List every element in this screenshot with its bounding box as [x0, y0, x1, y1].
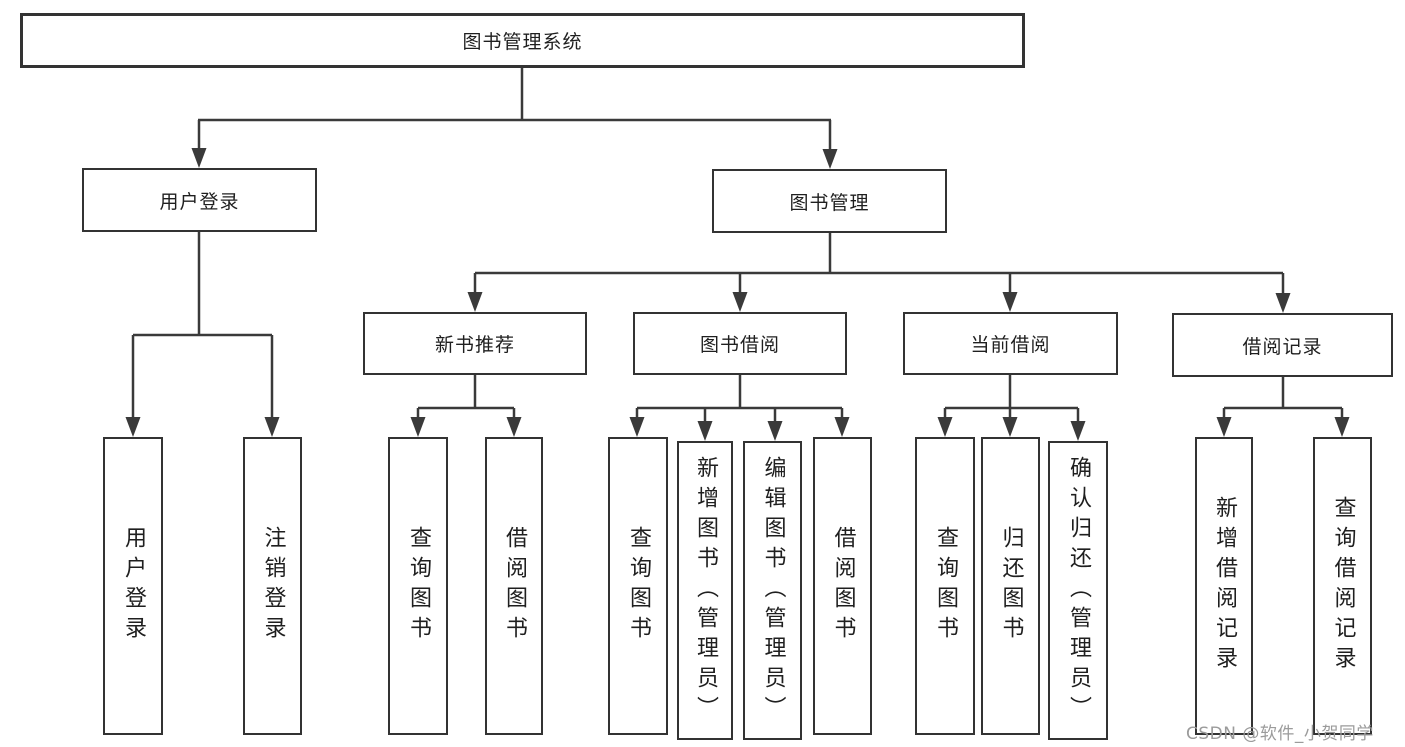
- leaf-query-books-current: 查询图书: [915, 437, 975, 735]
- leaf-label: 归还图书: [998, 526, 1024, 646]
- node-new-book-recommend: 新书推荐: [363, 312, 587, 375]
- leaf-label: 编辑图书（管理员）: [760, 455, 786, 726]
- node-label: 图书借阅: [699, 334, 780, 356]
- arrowhead: [125, 417, 141, 437]
- arrowhead: [629, 417, 645, 437]
- node-label: 新书推荐: [434, 334, 515, 356]
- node-label: 用户登录: [159, 190, 240, 213]
- arrowhead: [822, 149, 838, 169]
- arrowhead: [1275, 293, 1291, 313]
- leaf-query-books-recommend: 查询图书: [388, 437, 448, 735]
- leaf-user-login: 用户登录: [103, 437, 163, 735]
- arrowhead: [697, 421, 713, 441]
- leaf-confirm-return-admin: 确认归还（管理员）: [1048, 441, 1108, 740]
- arrowhead: [834, 417, 850, 437]
- node-book-management: 图书管理: [712, 169, 947, 233]
- leaf-label: 用户登录: [121, 526, 146, 646]
- leaf-label: 查询图书: [626, 526, 651, 646]
- connector-path: [131, 68, 1344, 428]
- leaf-label: 新增图书（管理员）: [693, 455, 718, 726]
- leaf-label: 查询借阅记录: [1330, 496, 1356, 676]
- arrowhead: [1216, 417, 1232, 437]
- arrowhead: [732, 292, 748, 312]
- arrowhead: [264, 417, 280, 437]
- leaf-label: 注销登录: [260, 526, 286, 646]
- leaf-add-books-admin: 新增图书（管理员）: [677, 441, 733, 740]
- leaf-label: 借阅图书: [830, 526, 856, 646]
- arrowhead: [1002, 292, 1018, 312]
- arrowhead: [1334, 417, 1350, 437]
- leaf-return-books: 归还图书: [981, 437, 1040, 735]
- leaf-label: 借阅图书: [502, 526, 527, 646]
- csdn-watermark: CSDN @软件_小贺同学: [1186, 724, 1374, 744]
- arrowhead: [937, 417, 953, 437]
- node-current-borrowing: 当前借阅: [903, 312, 1118, 375]
- arrowhead: [1070, 421, 1086, 441]
- node-label: 图书管理: [789, 191, 870, 214]
- leaf-label: 查询图书: [406, 526, 431, 646]
- node-label: 图书管理系统: [462, 31, 583, 53]
- arrowhead: [191, 148, 207, 168]
- node-label: 当前借阅: [970, 334, 1051, 356]
- arrowhead: [767, 421, 783, 441]
- leaf-edit-books-admin: 编辑图书（管理员）: [743, 441, 802, 740]
- node-label: 借阅记录: [1242, 335, 1323, 358]
- node-user-login: 用户登录: [82, 168, 317, 232]
- leaf-query-books-borrow: 查询图书: [608, 437, 668, 735]
- leaf-logout: 注销登录: [243, 437, 302, 735]
- leaf-label: 查询图书: [933, 526, 958, 646]
- arrowhead: [467, 292, 483, 312]
- leaf-label: 确认归还（管理员）: [1066, 455, 1091, 726]
- leaf-label: 新增借阅记录: [1212, 496, 1237, 676]
- leaf-add-borrow-record: 新增借阅记录: [1195, 437, 1253, 735]
- arrowheads: [125, 148, 1350, 441]
- arrowhead: [506, 417, 522, 437]
- node-book-borrowing: 图书借阅: [633, 312, 847, 375]
- node-library-management-system: 图书管理系统: [20, 13, 1025, 68]
- arrowhead: [1002, 417, 1018, 437]
- node-borrowing-records: 借阅记录: [1172, 313, 1393, 377]
- leaf-borrow-books: 借阅图书: [813, 437, 872, 735]
- leaf-borrow-books-recommend: 借阅图书: [485, 437, 543, 735]
- arrowhead: [410, 417, 426, 437]
- leaf-query-borrow-record: 查询借阅记录: [1313, 437, 1372, 735]
